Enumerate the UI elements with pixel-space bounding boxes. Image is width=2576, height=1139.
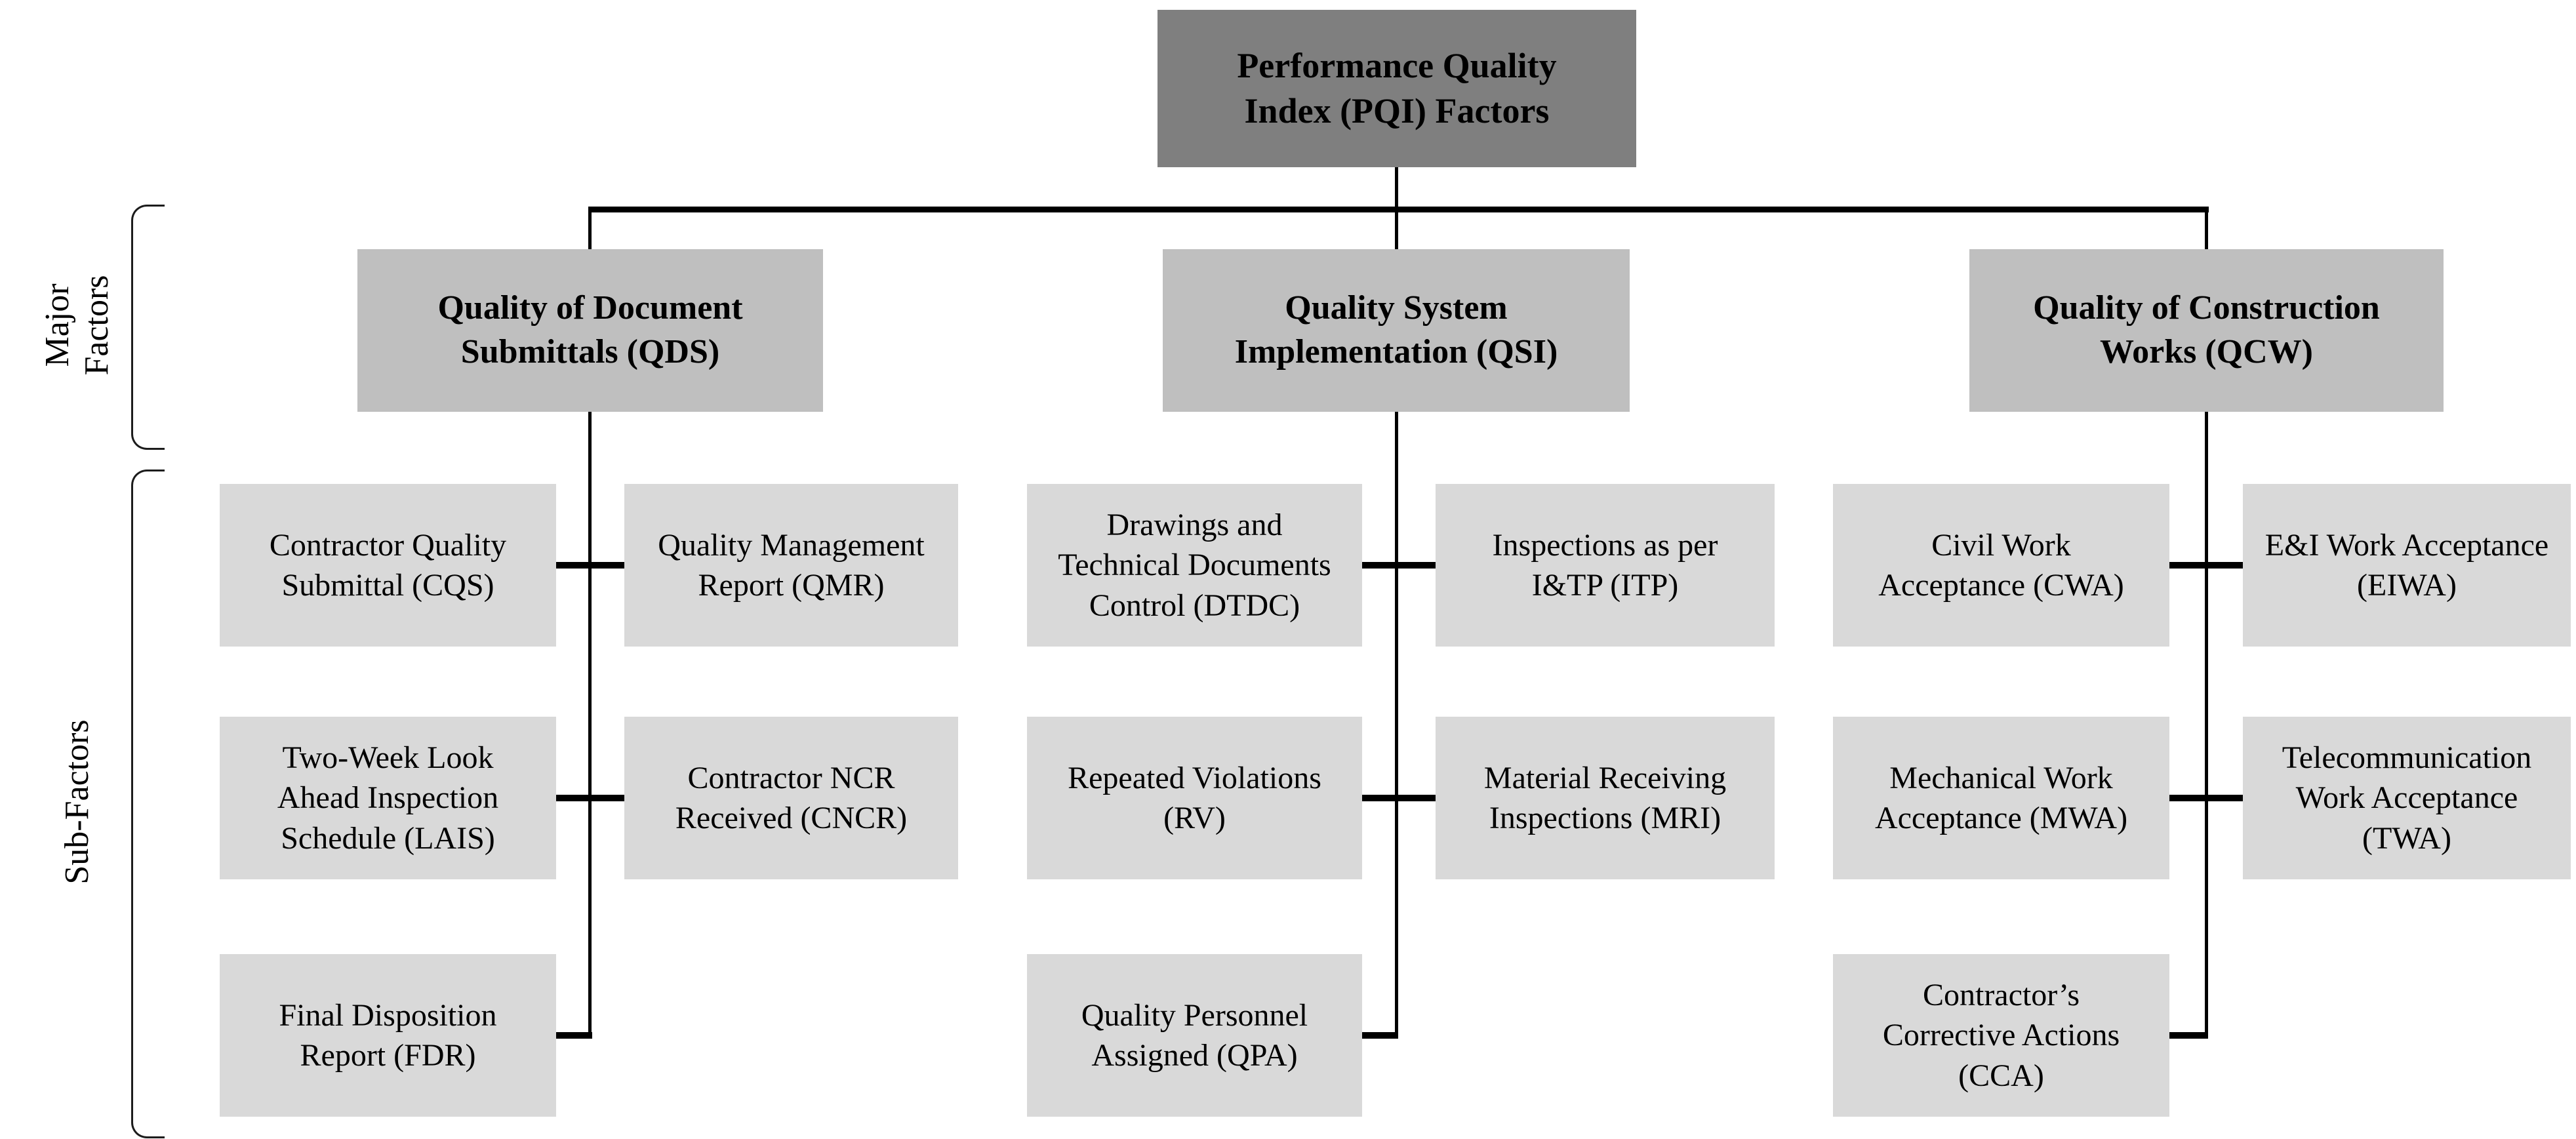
sub-factor-label-cca: Contractor’s Corrective Actions (CCA)	[1882, 977, 2120, 1093]
major-connector-line	[588, 207, 2209, 212]
qsi-row3-elbow-line	[1360, 1032, 1398, 1039]
root-stub-line	[1395, 167, 1398, 208]
root-factor-box: Performance Quality Index (PQI) Factors	[1157, 10, 1636, 167]
qds-drop-line	[588, 207, 592, 250]
sub-factor-box-mri: Material Receiving Inspections (MRI)	[1436, 717, 1775, 879]
major-factors-bracket	[131, 205, 165, 450]
sub-factor-label-rv: Repeated Violations (RV)	[1068, 760, 1321, 835]
sub-factor-box-cqs: Contractor Quality Submittal (CQS)	[220, 484, 556, 647]
qsi-trunk-line	[1395, 412, 1398, 1037]
sub-factor-box-eiwa: E&I Work Acceptance (EIWA)	[2243, 484, 2571, 647]
sub-factor-label-lais: Two-Week Look Ahead Inspection Schedule …	[277, 740, 499, 856]
major-factor-label-qds: Quality of Document Submittals (QDS)	[437, 289, 743, 370]
sub-factor-label-cqs: Contractor Quality Submittal (CQS)	[269, 527, 507, 603]
qds-row2-connector-line	[554, 795, 626, 801]
sub-factors-side-label: Sub-Factors	[58, 719, 96, 885]
qcw-trunk-line	[2205, 412, 2208, 1037]
major-factors-side-label: Major Factors	[39, 275, 115, 376]
sub-factors-bracket	[131, 470, 165, 1138]
sub-factor-label-mri: Material Receiving Inspections (MRI)	[1483, 760, 1727, 835]
sub-factor-label-fdr: Final Disposition Report (FDR)	[279, 997, 497, 1073]
major-factor-label-qcw: Quality of Construction Works (QCW)	[2033, 289, 2380, 370]
sub-factor-box-qpa: Quality Personnel Assigned (QPA)	[1027, 954, 1362, 1117]
qds-trunk-line	[588, 412, 592, 1037]
qsi-row1-connector-line	[1360, 562, 1438, 569]
qcw-row2-connector-line	[2167, 795, 2245, 801]
major-factor-box-qcw: Quality of Construction Works (QCW)	[1969, 249, 2444, 412]
qcw-row3-elbow-line	[2167, 1032, 2208, 1039]
sub-factor-label-cncr: Contractor NCR Received (CNCR)	[675, 760, 908, 835]
qcw-row1-connector-line	[2167, 562, 2245, 569]
major-factor-box-qsi: Quality System Implementation (QSI)	[1163, 249, 1630, 412]
qsi-row2-connector-line	[1360, 795, 1438, 801]
sub-factor-label-cwa: Civil Work Acceptance (CWA)	[1878, 527, 2124, 603]
sub-factor-box-dtdc: Drawings and Technical Documents Control…	[1027, 484, 1362, 647]
qsi-drop-line	[1395, 207, 1398, 250]
sub-factor-box-cncr: Contractor NCR Received (CNCR)	[624, 717, 958, 879]
sub-factor-label-dtdc: Drawings and Technical Documents Control…	[1058, 507, 1331, 623]
sub-factor-box-qmr: Quality Management Report (QMR)	[624, 484, 958, 647]
sub-factor-box-twa: Telecommunication Work Acceptance (TWA)	[2243, 717, 2571, 879]
sub-factor-box-cwa: Civil Work Acceptance (CWA)	[1833, 484, 2169, 647]
sub-factor-box-mwa: Mechanical Work Acceptance (MWA)	[1833, 717, 2169, 879]
sub-factor-label-eiwa: E&I Work Acceptance (EIWA)	[2264, 527, 2549, 603]
sub-factor-box-rv: Repeated Violations (RV)	[1027, 717, 1362, 879]
sub-factor-box-itp: Inspections as per I&TP (ITP)	[1436, 484, 1775, 647]
major-factor-label-qsi: Quality System Implementation (QSI)	[1234, 289, 1558, 370]
root-factor-label: Performance Quality Index (PQI) Factors	[1237, 45, 1557, 130]
sub-factor-box-fdr: Final Disposition Report (FDR)	[220, 954, 556, 1117]
sub-factor-label-twa: Telecommunication Work Acceptance (TWA)	[2282, 740, 2532, 856]
sub-factor-label-qmr: Quality Management Report (QMR)	[658, 527, 925, 603]
qds-row3-elbow-line	[554, 1032, 592, 1039]
sub-factor-label-mwa: Mechanical Work Acceptance (MWA)	[1874, 760, 2128, 835]
qcw-drop-line	[2205, 207, 2208, 250]
qds-row1-connector-line	[554, 562, 626, 569]
sub-factor-box-lais: Two-Week Look Ahead Inspection Schedule …	[220, 717, 556, 879]
sub-factor-label-qpa: Quality Personnel Assigned (QPA)	[1081, 997, 1308, 1073]
sub-factor-box-cca: Contractor’s Corrective Actions (CCA)	[1833, 954, 2169, 1117]
major-factor-box-qds: Quality of Document Submittals (QDS)	[357, 249, 823, 412]
sub-factor-label-itp: Inspections as per I&TP (ITP)	[1492, 527, 1718, 603]
